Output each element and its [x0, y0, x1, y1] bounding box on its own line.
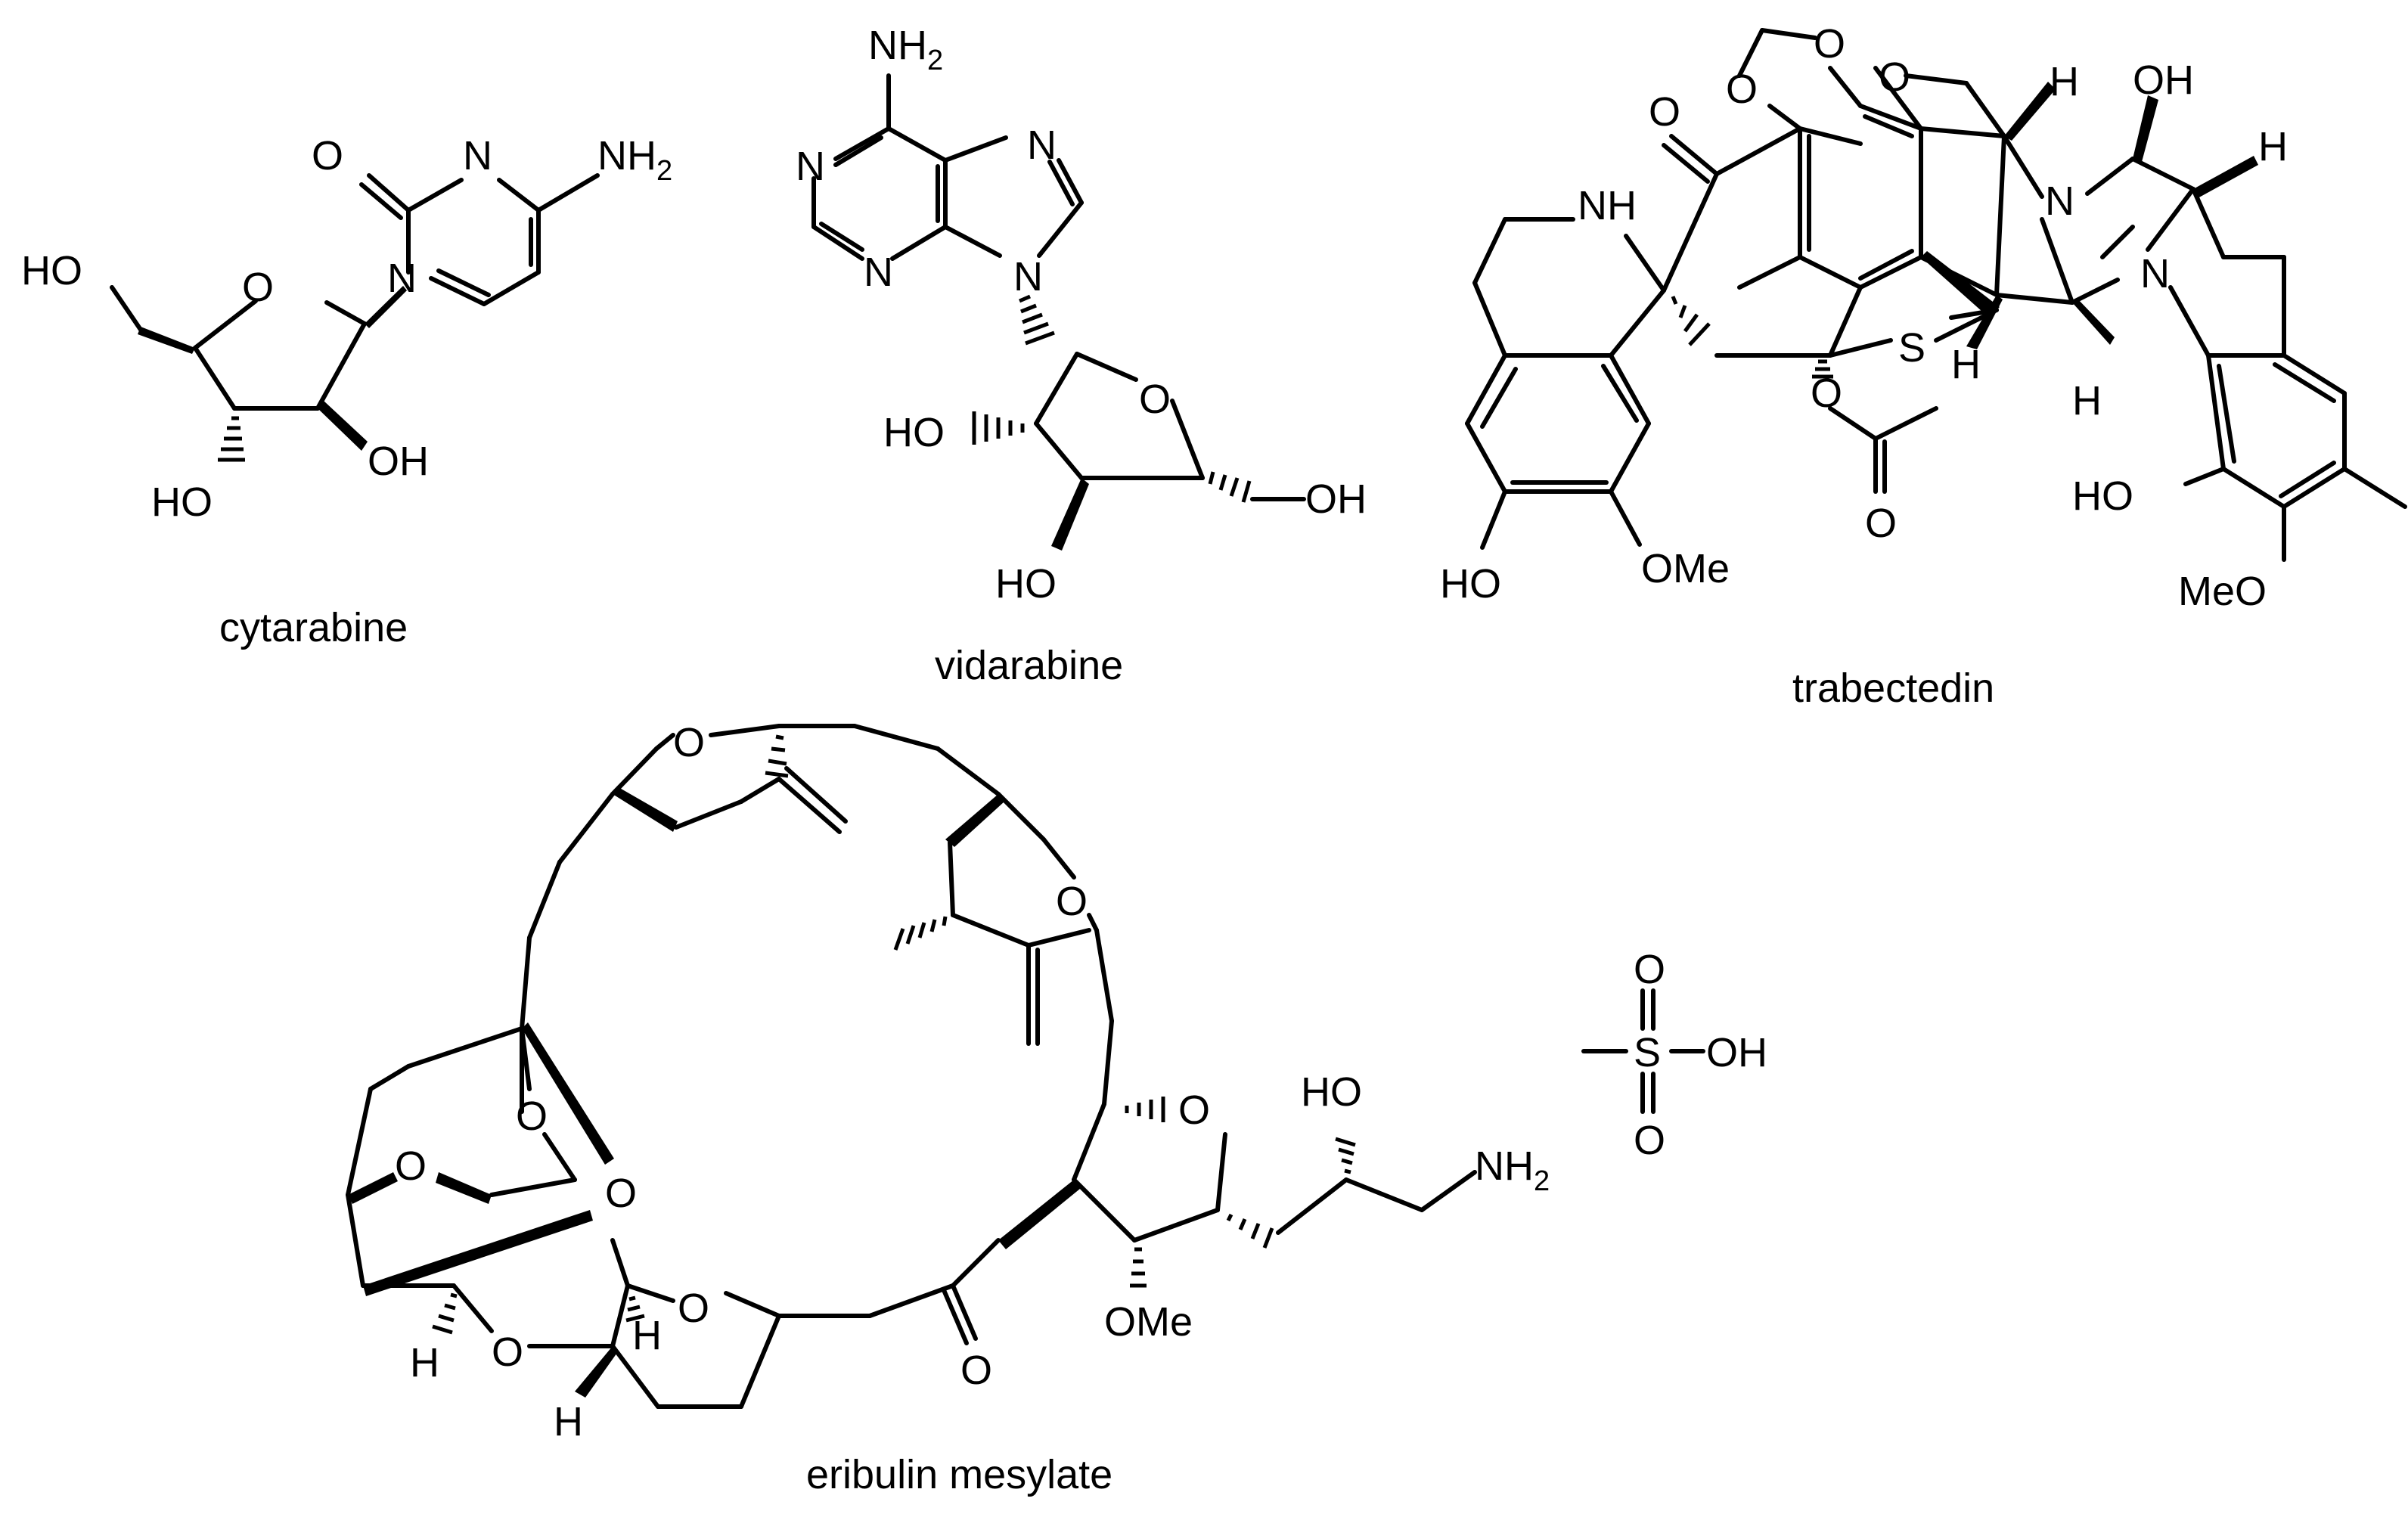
atom-label: N: [2045, 178, 2074, 224]
molecule-caption: cytarabine: [219, 605, 408, 650]
atom-label: N: [2140, 251, 2170, 296]
atom-label: O: [1634, 947, 1665, 992]
atom-label: NH2: [597, 133, 672, 187]
cytarabine-structure: O N NH2 N HO O OH HO cytarabine: [21, 133, 672, 650]
atom-label: O: [516, 1094, 548, 1139]
atom-label: OMe: [1104, 1299, 1193, 1345]
atom-label: O: [492, 1329, 523, 1375]
atom-label: O: [395, 1143, 427, 1189]
atom-label: N: [1027, 123, 1057, 168]
atom-label: N: [463, 133, 492, 178]
atom-label: O: [1178, 1087, 1210, 1133]
atom-label: OMe: [1641, 546, 1730, 591]
atom-label: H: [2072, 378, 2102, 423]
atom-label: H: [410, 1340, 439, 1385]
molecule-caption: vidarabine: [935, 643, 1123, 688]
atom-label: NH2: [1475, 1143, 1550, 1197]
atom-label: MeO: [2178, 569, 2267, 614]
atom-label: O: [1865, 501, 1897, 546]
atom-label: O: [1814, 21, 1845, 67]
atom-label: NH2: [868, 23, 943, 76]
atom-label: HO: [21, 248, 82, 293]
atom-label: H: [632, 1313, 662, 1358]
atom-label: O: [605, 1171, 637, 1216]
atom-label: O: [1726, 67, 1758, 112]
atom-label: OH: [1305, 476, 1367, 522]
atom-label: O: [1879, 54, 1910, 100]
atom-label: HO: [2072, 473, 2133, 519]
atom-label: HO: [151, 479, 213, 525]
atom-label: O: [678, 1286, 709, 1331]
atom-label: HO: [883, 410, 945, 455]
atom-label: NH: [1578, 183, 1637, 228]
atom-label: O: [242, 265, 274, 310]
trabectedin-structure: O O O O H OH H NH N N S H H O O HO OMe H…: [1440, 21, 2407, 711]
atom-label: O: [1811, 371, 1842, 416]
atom-label: O: [1139, 377, 1171, 422]
molecule-caption: eribulin mesylate: [806, 1452, 1112, 1497]
atom-label: H: [2258, 124, 2288, 169]
vidarabine-structure: NH2 N N N N O HO OH HO vidarabine: [796, 23, 1367, 688]
atom-label: N: [387, 256, 417, 301]
molecule-caption: trabectedin: [1792, 665, 1994, 711]
atom-label: O: [960, 1348, 992, 1393]
atom-label: HO: [1440, 561, 1501, 607]
atom-label: OH: [1706, 1030, 1767, 1075]
atom-label: H: [2050, 59, 2079, 104]
atom-label: O: [1056, 879, 1088, 924]
atom-label: H: [554, 1399, 583, 1444]
atom-label: S: [1634, 1030, 1661, 1075]
atom-label: N: [864, 250, 893, 295]
atom-label: O: [312, 133, 343, 178]
atom-label: HO: [1301, 1069, 1362, 1115]
atom-label: N: [796, 144, 825, 189]
atom-label: S: [1898, 325, 1925, 371]
atom-label: H: [1951, 342, 1981, 387]
atom-label: O: [1634, 1118, 1665, 1163]
atom-label: O: [673, 720, 705, 765]
atom-label: OH: [2133, 57, 2194, 103]
eribulin-mesylate-structure: O O O HO NH2 O O O O O O OMe H H H O S O…: [346, 720, 1767, 1497]
atom-label: N: [1013, 254, 1043, 299]
atom-label: O: [1649, 89, 1680, 135]
atom-label: HO: [995, 561, 1057, 607]
atom-label: OH: [368, 439, 429, 484]
